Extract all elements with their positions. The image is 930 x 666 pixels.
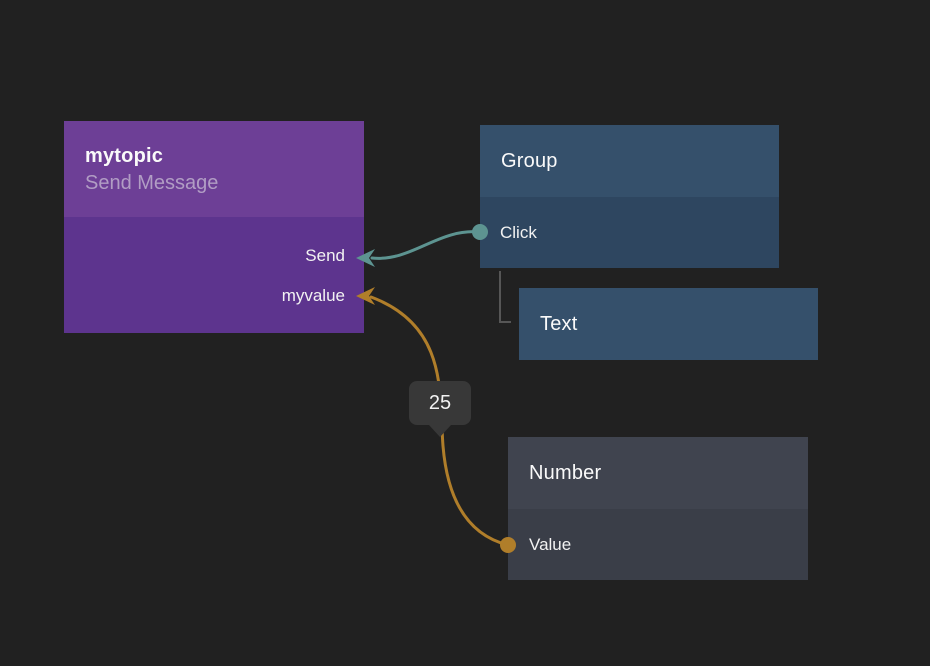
node-text-title: Text bbox=[540, 312, 578, 335]
node-number-body: Value bbox=[508, 509, 808, 580]
node-number-title: Number bbox=[529, 461, 602, 484]
node-group[interactable]: Group Click bbox=[480, 125, 779, 268]
node-mytopic[interactable]: mytopic Send Message Send myvalue bbox=[64, 121, 364, 333]
output-port-click[interactable]: Click bbox=[480, 197, 779, 268]
node-number-header: Number bbox=[508, 437, 808, 509]
output-port-value-label: Value bbox=[529, 534, 572, 554]
node-mytopic-subtitle: Send Message bbox=[85, 172, 219, 194]
port-dot-group-click[interactable] bbox=[472, 224, 488, 240]
output-port-click-label: Click bbox=[500, 222, 537, 242]
input-port-myvalue-label: myvalue bbox=[281, 286, 345, 305]
input-port-myvalue[interactable]: myvalue bbox=[64, 276, 364, 316]
wire-value-badge-pointer bbox=[429, 425, 451, 437]
input-port-send[interactable]: Send bbox=[64, 236, 364, 276]
input-port-send-label: Send bbox=[305, 246, 345, 265]
node-group-header: Group bbox=[480, 125, 779, 197]
node-mytopic-title: mytopic bbox=[85, 145, 164, 167]
node-group-body: Click bbox=[480, 197, 779, 268]
node-mytopic-body: Send myvalue bbox=[64, 217, 364, 333]
node-mytopic-header: mytopic Send Message bbox=[64, 121, 364, 217]
wire-value-badge: 25 bbox=[409, 381, 471, 437]
node-group-title: Group bbox=[501, 149, 558, 172]
hierarchy-link-group-text bbox=[499, 271, 511, 323]
node-number[interactable]: Number Value bbox=[508, 437, 808, 580]
wire-value-badge-text: 25 bbox=[428, 391, 452, 414]
node-text[interactable]: Text bbox=[519, 288, 818, 360]
wire-click-to-send[interactable] bbox=[370, 230, 482, 260]
wire-value-to-myvalue[interactable] bbox=[369, 295, 510, 547]
node-text-header: Text bbox=[519, 288, 818, 360]
output-port-value[interactable]: Value bbox=[508, 509, 808, 580]
port-dot-number-value[interactable] bbox=[500, 537, 516, 553]
